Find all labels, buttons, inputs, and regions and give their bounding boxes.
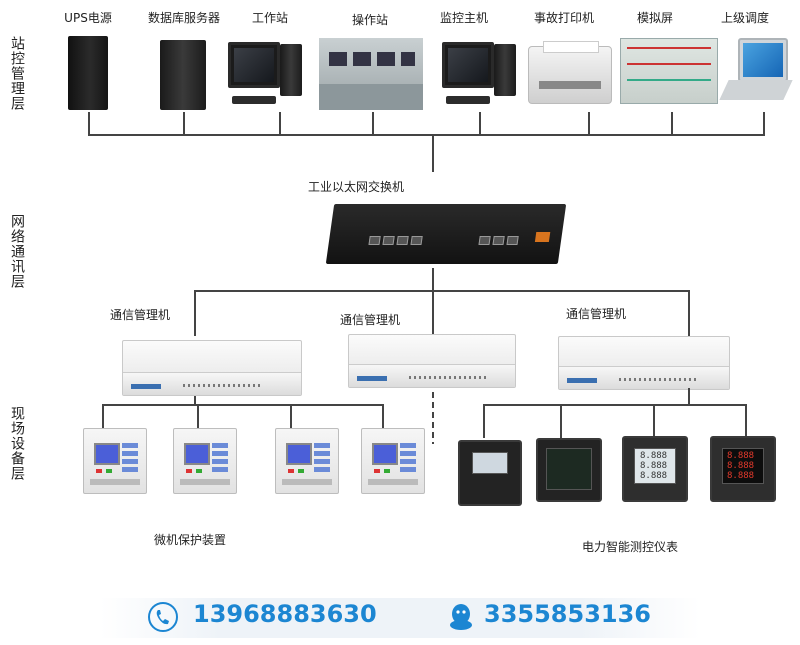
printer-image bbox=[528, 41, 612, 104]
device-label-ups: UPS电源 bbox=[64, 11, 112, 25]
meter-drop-2 bbox=[560, 404, 562, 438]
protection-relay-1-image bbox=[83, 428, 147, 494]
switch-downlink bbox=[432, 268, 434, 292]
relays-caption: 微机保护装置 bbox=[154, 533, 227, 547]
workstation-image bbox=[228, 40, 308, 110]
device-label-operator-station: 操作站 bbox=[351, 13, 389, 27]
meter-bus bbox=[483, 404, 747, 406]
qq-penguin-icon bbox=[450, 604, 472, 630]
bus-drop-6 bbox=[588, 112, 590, 136]
field-drop-right bbox=[688, 388, 690, 406]
smart-meter-1-image bbox=[458, 440, 522, 506]
phone-number[interactable]: 13968883630 bbox=[193, 600, 377, 628]
layer-label-station: 站控管理层 bbox=[9, 36, 25, 111]
relay-drop-3 bbox=[290, 404, 292, 428]
switch-label: 工业以太网交换机 bbox=[307, 180, 405, 194]
protection-relay-3-image bbox=[275, 428, 339, 494]
relay-drop-4 bbox=[382, 404, 384, 428]
operator-station-image bbox=[319, 38, 423, 110]
bus-drop-2 bbox=[183, 112, 185, 136]
comm-drop-2 bbox=[432, 290, 434, 336]
bus-drop-8 bbox=[763, 112, 765, 136]
dispatch-laptop-image bbox=[719, 38, 793, 110]
dashed-divider bbox=[432, 392, 434, 444]
comm-drop-1 bbox=[194, 290, 196, 336]
ethernet-switch-image bbox=[325, 204, 567, 264]
protection-relay-4-image bbox=[361, 428, 425, 494]
device-label-workstation: 工作站 bbox=[251, 11, 289, 25]
device-label-mimic-panel: 模拟屏 bbox=[636, 11, 674, 25]
comm-drop-3 bbox=[688, 290, 690, 336]
layer-label-field: 现场设备层 bbox=[9, 406, 25, 481]
protection-relay-2-image bbox=[173, 428, 237, 494]
relay-bus bbox=[102, 404, 384, 406]
device-label-monitor-host: 监控主机 bbox=[439, 11, 489, 25]
device-label-dispatch: 上级调度 bbox=[720, 11, 770, 25]
comm-manager-2-image bbox=[348, 334, 516, 388]
comm-manager-1-image bbox=[122, 340, 302, 396]
relay-drop-2 bbox=[197, 404, 199, 428]
bus-drop-1 bbox=[88, 112, 90, 136]
ups-image bbox=[68, 36, 108, 110]
contact-bar bbox=[100, 598, 700, 638]
network-bus bbox=[194, 290, 690, 292]
meter-drop-4 bbox=[745, 404, 747, 438]
smart-meter-2-image bbox=[536, 438, 602, 502]
qq-number[interactable]: 3355853136 bbox=[484, 600, 651, 628]
station-bus bbox=[88, 134, 765, 136]
comm-manager-label-3: 通信管理机 bbox=[566, 307, 627, 321]
bus-drop-3 bbox=[279, 112, 281, 136]
device-label-printer: 事故打印机 bbox=[533, 11, 595, 25]
meter-drop-3 bbox=[653, 404, 655, 438]
comm-manager-label-1: 通信管理机 bbox=[110, 308, 171, 322]
relay-drop-1 bbox=[102, 404, 104, 428]
mimic-panel-image bbox=[620, 38, 718, 104]
switch-uplink bbox=[432, 134, 434, 172]
comm-manager-label-2: 通信管理机 bbox=[340, 313, 401, 327]
device-label-db-server: 数据库服务器 bbox=[147, 11, 221, 25]
monitor-host-image bbox=[442, 40, 522, 110]
bus-drop-7 bbox=[671, 112, 673, 136]
bus-drop-5 bbox=[479, 112, 481, 136]
db-server-image bbox=[160, 40, 206, 110]
comm-manager-3-image bbox=[558, 336, 730, 390]
field-drop-left bbox=[194, 396, 196, 406]
meter-drop-1 bbox=[483, 404, 485, 438]
phone-icon bbox=[148, 602, 178, 632]
bus-drop-4 bbox=[372, 112, 374, 136]
layer-label-network: 网络通讯层 bbox=[9, 214, 25, 289]
meters-caption: 电力智能测控仪表 bbox=[582, 540, 679, 554]
